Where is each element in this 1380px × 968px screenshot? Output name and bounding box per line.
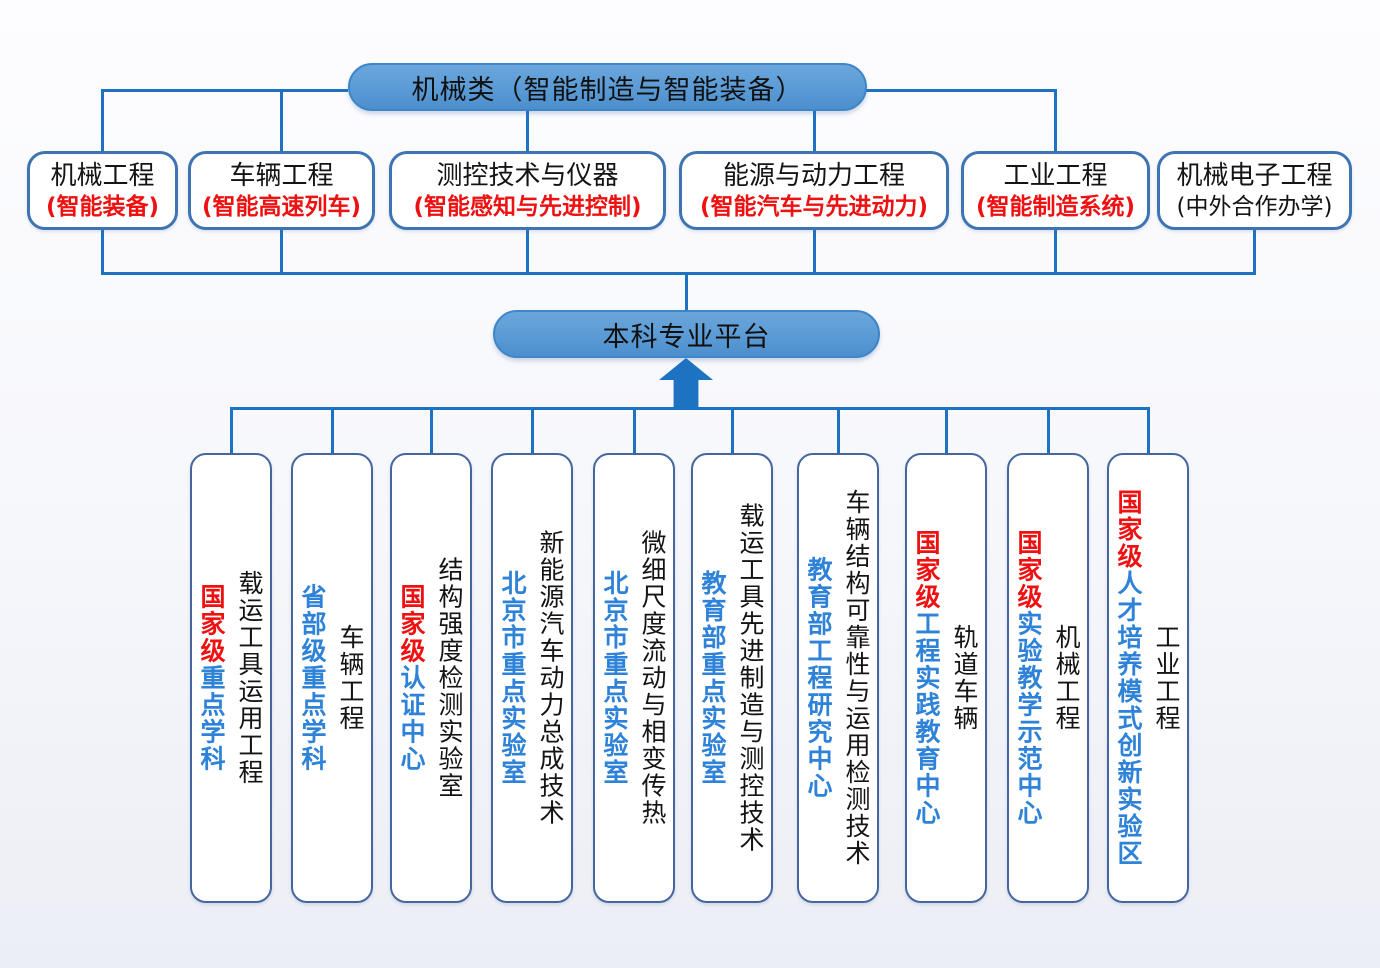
- connector-line: [429, 407, 433, 453]
- connector-line: [100, 88, 348, 92]
- connector-line: [279, 229, 283, 275]
- header-pill: 机械类（智能制造与智能装备）: [348, 63, 867, 111]
- connector-line: [632, 407, 636, 453]
- connector-line: [279, 88, 283, 152]
- connector-line: [530, 407, 534, 453]
- connector-line: [100, 88, 104, 152]
- tag-text: 工程实践教育中心: [912, 610, 941, 827]
- platform-box-3: 结构强度检测实验室 国家级认证中心: [390, 453, 472, 903]
- platform-tag: 北京市重点实验室: [600, 570, 629, 786]
- platform-pill-label: 本科专业平台: [602, 321, 771, 353]
- platform-box-2: 车辆工程 省部级重点学科: [291, 453, 373, 903]
- platform-box-7: 车辆结构可靠性与运用检测技术 教育部工程研究中心: [797, 453, 879, 903]
- platform-title: 载运工具先进制造与测控技术: [736, 502, 765, 854]
- platform-title: 车辆结构可靠性与运用检测技术: [842, 489, 871, 867]
- connector-line: [1146, 407, 1150, 453]
- connector-line: [1046, 407, 1050, 453]
- tag-text: 教育部重点实验室: [698, 570, 727, 786]
- tag-text: 北京市重点实验室: [498, 570, 527, 786]
- connector-line: [812, 108, 816, 151]
- tag-level: 国家级: [912, 529, 941, 611]
- platform-title: 轨道车辆: [950, 624, 979, 732]
- tag-text: 重点学科: [197, 664, 226, 773]
- connector-line: [684, 272, 688, 312]
- tag-text: 人才培养模式创新实验区: [1114, 570, 1143, 867]
- connector-line: [866, 88, 1056, 92]
- platform-pill: 本科专业平台: [493, 310, 880, 358]
- connector-line: [229, 407, 233, 453]
- connector-line: [1053, 229, 1057, 275]
- connector-line: [525, 108, 529, 151]
- platform-box-1: 载运工具运用工程 国家级重点学科: [190, 453, 272, 903]
- major-sub: (中外合作办学): [1176, 193, 1333, 220]
- platform-box-5: 微细尺度流动与相变传热 北京市重点实验室: [593, 453, 675, 903]
- platform-box-4: 新能源汽车动力总成技术 北京市重点实验室: [491, 453, 573, 903]
- major-box-mechatronics: 机械电子工程 (中外合作办学): [1157, 151, 1352, 230]
- platform-box-10: 工业工程 国家级人才培养模式创新实验区: [1107, 453, 1189, 903]
- tag-text: 教育部工程研究中心: [804, 556, 833, 800]
- platform-title: 工业工程: [1152, 624, 1181, 732]
- header-pill-label: 机械类（智能制造与智能装备）: [411, 74, 804, 106]
- tag-text: 实验教学示范中心: [1014, 610, 1043, 827]
- tag-level: 国家级: [1014, 529, 1043, 611]
- connector-line: [525, 229, 529, 275]
- connector-line: [944, 407, 948, 453]
- tag-text: 认证中心: [397, 664, 426, 773]
- connector-line: [1252, 229, 1256, 275]
- platform-box-8: 轨道车辆 国家级工程实践教育中心: [905, 453, 987, 903]
- connector-bus-bottom: [229, 407, 1150, 410]
- tag-text: 省部级重点学科: [298, 583, 327, 773]
- tag-text: 北京市重点实验室: [600, 570, 629, 786]
- major-name: 机械工程: [50, 160, 155, 191]
- tag-level: 国家级: [1114, 489, 1143, 570]
- platform-tag: 国家级实验教学示范中心: [1014, 529, 1043, 827]
- tag-level: 国家级: [397, 583, 426, 665]
- connector-line: [812, 229, 816, 275]
- platform-tag: 北京市重点实验室: [498, 570, 527, 786]
- connector-line: [330, 407, 334, 453]
- platform-tag: 省部级重点学科: [298, 583, 327, 773]
- platform-tag: 教育部工程研究中心: [804, 556, 833, 800]
- platform-tag: 国家级人才培养模式创新实验区: [1114, 489, 1143, 867]
- major-sub: (智能装备): [45, 193, 160, 220]
- connector-bus-top: [100, 272, 1256, 275]
- major-sub: (智能制造系统): [975, 193, 1136, 220]
- platform-tag: 国家级重点学科: [197, 583, 226, 773]
- platform-box-6: 载运工具先进制造与测控技术 教育部重点实验室: [691, 453, 773, 903]
- major-box-measurement-instruments: 测控技术与仪器 (智能感知与先进控制): [389, 151, 666, 230]
- platform-title: 机械工程: [1052, 624, 1081, 732]
- platform-title: 微细尺度流动与相变传热: [638, 529, 667, 827]
- platform-title: 车辆工程: [336, 624, 365, 732]
- major-name: 测控技术与仪器: [436, 160, 619, 191]
- major-name: 能源与动力工程: [722, 160, 905, 191]
- major-box-energy-power: 能源与动力工程 (智能汽车与先进动力): [679, 151, 949, 230]
- major-name: 工业工程: [1003, 160, 1108, 191]
- major-name: 车辆工程: [229, 160, 334, 191]
- connector-line: [100, 229, 104, 275]
- major-sub: (智能高速列车): [201, 193, 362, 220]
- platform-tag: 国家级工程实践教育中心: [912, 529, 941, 827]
- major-box-mechanical-engineering: 机械工程 (智能装备): [27, 151, 178, 230]
- platform-box-9: 机械工程 国家级实验教学示范中心: [1007, 453, 1089, 903]
- major-name: 机械电子工程: [1176, 160, 1333, 191]
- platform-tag: 教育部重点实验室: [698, 570, 727, 786]
- major-sub: (智能感知与先进控制): [413, 193, 642, 220]
- platform-title: 新能源汽车动力总成技术: [536, 529, 565, 827]
- platform-tag: 国家级认证中心: [397, 583, 426, 773]
- connector-line: [836, 407, 840, 453]
- major-sub: (智能汽车与先进动力): [699, 193, 929, 220]
- tag-level: 国家级: [197, 583, 226, 665]
- major-box-vehicle-engineering: 车辆工程 (智能高速列车): [188, 151, 375, 230]
- up-arrow-icon: [659, 358, 713, 408]
- connector-line: [730, 407, 734, 453]
- connector-line: [1053, 88, 1057, 152]
- major-box-industrial-engineering: 工业工程 (智能制造系统): [961, 151, 1150, 230]
- platform-title: 结构强度检测实验室: [435, 556, 464, 800]
- platform-title: 载运工具运用工程: [235, 570, 264, 786]
